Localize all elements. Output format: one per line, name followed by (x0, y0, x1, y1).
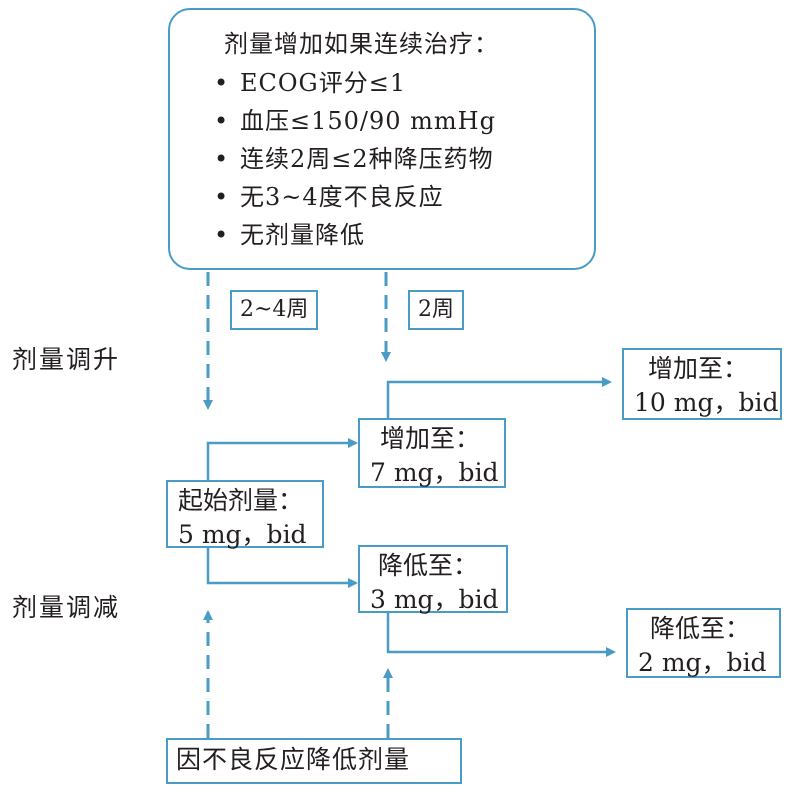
arrow-down3-to-down2 (386, 612, 616, 657)
increase-label: 增加至： (380, 424, 481, 453)
interval-tag-2-4-weeks: 2~4周 (230, 290, 319, 330)
decrease-label: 降低至： (378, 551, 479, 580)
dose-increase-criteria-box: 剂量增加如果连续治疗： ECOG评分≤1 血压≤150/90 mmHg 连续2周… (168, 8, 596, 270)
start-dose-value: 5 mg，bid (178, 520, 307, 549)
start-dose-box: 起始剂量： 5 mg，bid (166, 480, 324, 549)
decrease-label: 降低至： (650, 614, 751, 643)
side-label-dose-down: 剂量调减 (12, 593, 121, 622)
increase-value: 10 mg，bid (634, 388, 779, 417)
criteria-item: 无3~4度不良反应 (214, 178, 574, 216)
criteria-item: 血压≤150/90 mmHg (214, 102, 574, 140)
decrease-value: 2 mg，bid (638, 648, 767, 677)
decrease-to-2mg-box: 降低至： 2 mg，bid (626, 608, 781, 678)
criteria-heading: 剂量增加如果连续治疗： (224, 30, 499, 58)
adverse-reaction-label: 因不良反应降低剂量 (176, 745, 411, 774)
arrow-up7-to-up10 (386, 377, 612, 418)
arrow-start-to-down3 (206, 548, 358, 588)
criteria-item: ECOG评分≤1 (214, 64, 574, 102)
criteria-item: 连续2周≤2种降压药物 (214, 140, 574, 178)
criteria-list: ECOG评分≤1 血压≤150/90 mmHg 连续2周≤2种降压药物 无3~4… (190, 64, 574, 254)
increase-value: 7 mg，bid (370, 458, 499, 487)
adverse-reaction-reduce-box: 因不良反应降低剂量 (166, 738, 462, 784)
increase-label: 增加至： (648, 354, 749, 383)
increase-to-10mg-box: 增加至： 10 mg，bid (622, 348, 782, 420)
increase-to-7mg-box: 增加至： 7 mg，bid (358, 418, 506, 488)
interval-tag-2-weeks: 2周 (408, 290, 464, 330)
decrease-to-3mg-box: 降低至： 3 mg，bid (358, 545, 508, 614)
start-dose-label: 起始剂量： (178, 486, 304, 515)
side-label-dose-up: 剂量调升 (12, 345, 121, 374)
decrease-value: 3 mg，bid (370, 585, 499, 614)
criteria-item: 无剂量降低 (214, 216, 574, 254)
arrow-start-to-up7 (206, 438, 358, 480)
